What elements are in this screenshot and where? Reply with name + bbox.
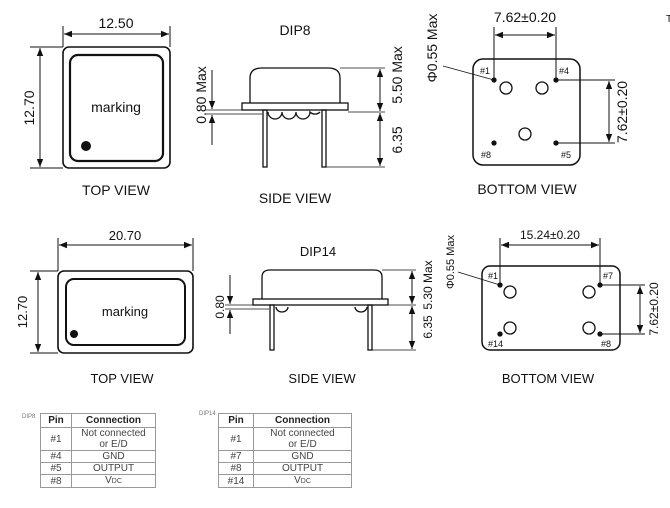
- dip8-pin-label: #5: [561, 150, 571, 160]
- connection-header: Connection: [253, 413, 352, 428]
- vdc-sub: DC: [111, 478, 122, 485]
- connection-cell: OUTPUT: [253, 462, 352, 475]
- connection-line: or E/D: [288, 439, 317, 450]
- pin-header: Pin: [218, 413, 254, 428]
- connection-line: or E/D: [99, 439, 128, 450]
- dip8-marking: marking: [91, 99, 141, 115]
- dip14-pin-label: #7: [603, 271, 613, 281]
- dip14-table-tag: DIP14: [199, 411, 216, 417]
- dip14-pitch-x-dim: 15.24±0.20: [520, 228, 580, 242]
- vdc-sub: DC: [300, 478, 311, 485]
- dip14-lead-length-dim: 6.35: [421, 315, 435, 339]
- dip8-pin-label: #4: [559, 66, 569, 76]
- dip14-width-dim: 20.70: [109, 228, 142, 243]
- connection-line: Not connected: [81, 428, 146, 439]
- connection-cell: GND: [253, 450, 352, 463]
- dip8-pin-label: #8: [481, 150, 491, 160]
- dip8-width-dim: 12.50: [98, 15, 133, 31]
- dip14-title: DIP14: [300, 244, 336, 259]
- dip8-body-height-dim: 5.50 Max: [389, 46, 405, 104]
- pin1-dot-icon: [70, 330, 78, 338]
- pin-cell: #1: [218, 427, 254, 451]
- pin-header: Pin: [40, 413, 72, 428]
- dip14-pitch-y-dim: 7.62±0.20: [647, 282, 661, 336]
- dip14-top-view: [30, 238, 194, 354]
- dip8-pin-label: #1: [480, 66, 490, 76]
- dip14-lead-thickness-dim: 0.80: [213, 295, 227, 319]
- pin-cell: #5: [40, 462, 72, 475]
- dip8-top-view: [30, 26, 171, 169]
- connection-line: Not connected: [270, 428, 335, 439]
- dip8-title: DIP8: [279, 22, 310, 38]
- pin-cell: #7: [218, 450, 254, 463]
- dip14-side-view: [225, 269, 416, 351]
- dip14-height-dim: 12.70: [15, 296, 30, 329]
- dip8-lead-length-dim: 6.35: [389, 126, 405, 153]
- dip14-pin-label: #8: [601, 339, 611, 349]
- dip8-pitch-y-dim: 7.62±0.20: [614, 81, 630, 143]
- dip14-bottom-view-label: BOTTOM VIEW: [502, 371, 595, 386]
- pin1-dot-icon: [81, 141, 91, 151]
- dip8-height-dim: 12.70: [21, 90, 37, 125]
- dip8-pin-dia-dim: Φ0.55 Max: [424, 14, 440, 83]
- vdc-main: V: [294, 475, 301, 486]
- dip14-marking: marking: [102, 304, 148, 319]
- dip8-lead-thickness-dim: 0.80 Max: [193, 66, 209, 124]
- dip8-side-view-label: SIDE VIEW: [259, 190, 332, 206]
- dip14-side-view-label: SIDE VIEW: [288, 371, 356, 386]
- pin-cell: #8: [40, 474, 72, 488]
- dip14-pin-dia-dim: Φ0.55 Max: [445, 234, 457, 289]
- connection-cell: VDC: [71, 474, 156, 488]
- dip14-bottom-view: [457, 238, 645, 351]
- pin-cell: #1: [40, 427, 72, 451]
- pin-cell: #4: [40, 450, 72, 463]
- connection-cell: GND: [71, 450, 156, 463]
- vdc-main: V: [105, 475, 112, 486]
- edge-text: T: [666, 14, 670, 25]
- dip14-pin-label: #1: [488, 271, 498, 281]
- dip8-bottom-view: [442, 27, 615, 166]
- dip8-side-view: [205, 67, 385, 168]
- dip8-pitch-x-dim: 7.62±0.20: [494, 9, 556, 25]
- dip8-table-tag: DIP8: [22, 414, 36, 420]
- pin-cell: #14: [218, 474, 254, 488]
- dip14-top-view-label: TOP VIEW: [90, 371, 154, 386]
- connection-header: Connection: [71, 413, 156, 428]
- dip8-top-view-label: TOP VIEW: [82, 182, 151, 198]
- dip14-body-height-dim: 5.30 Max: [421, 260, 435, 309]
- connection-cell: OUTPUT: [71, 462, 156, 475]
- pin-cell: #8: [218, 462, 254, 475]
- dip8-bottom-view-label: BOTTOM VIEW: [477, 181, 577, 197]
- connection-cell: VDC: [253, 474, 352, 488]
- dip14-pin-label: #14: [488, 339, 503, 349]
